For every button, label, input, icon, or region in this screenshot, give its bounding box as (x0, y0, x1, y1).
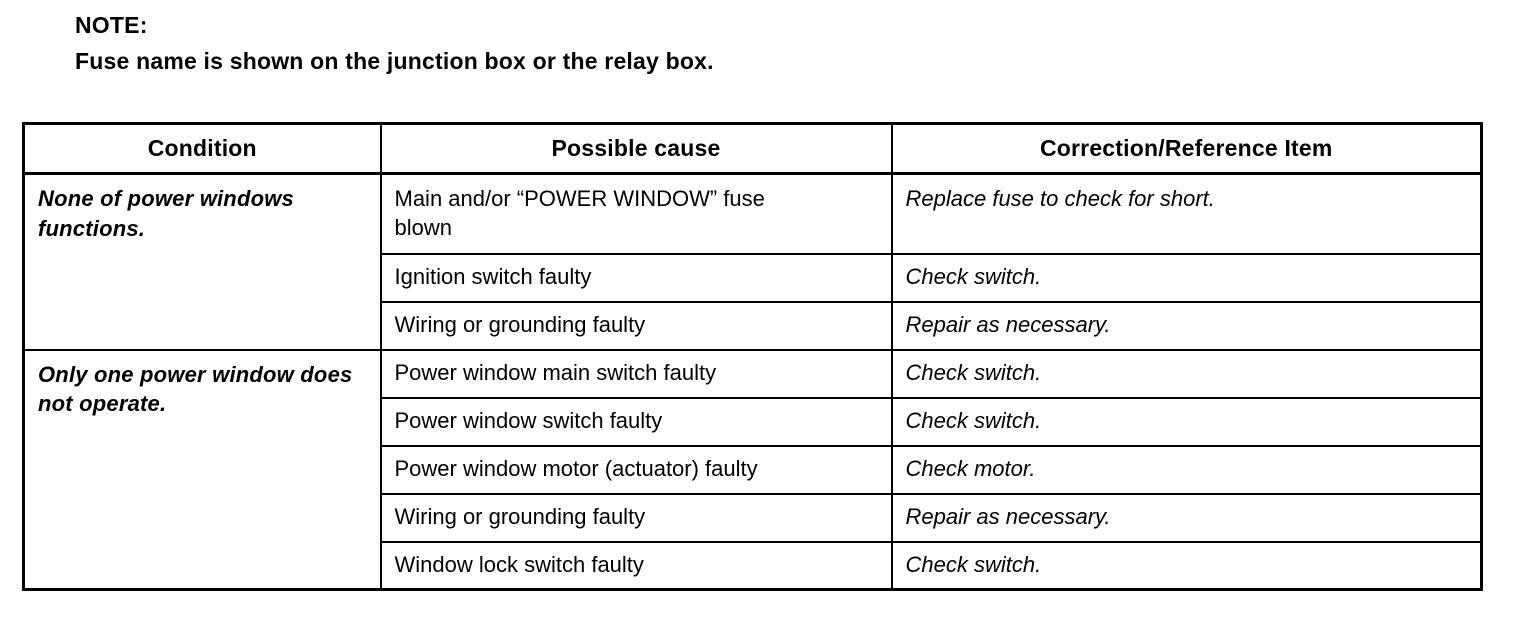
note-text: Fuse name is shown on the junction box o… (75, 47, 714, 74)
correction-cell: Check switch. (890, 540, 1483, 591)
note: NOTE: Fuse name is shown on the junction… (0, 0, 1536, 79)
column-header-correction: Correction/Reference Item (890, 122, 1483, 176)
table-row: Window lock switch faulty Check switch. (24, 540, 1483, 591)
cause-cell: Ignition switch faulty (379, 252, 893, 303)
table-row: None of power windows functions. Main an… (22, 172, 1483, 351)
cause-cell: Wiring or grounding faulty (379, 492, 893, 543)
correction-cell: Replace fuse to check for short. (890, 172, 1483, 255)
condition-cell: Only one power window does not operate. (22, 348, 382, 591)
correction-cell: Check switch. (890, 396, 1483, 447)
cause-cell: Power window main switch faulty (379, 348, 893, 399)
table-row: Power window motor (actuator) faulty Che… (24, 444, 1483, 495)
table-row: Ignition switch faulty Check switch. (24, 252, 1483, 303)
correction-cell: Check motor. (890, 444, 1483, 495)
correction-cell: Repair as necessary. (890, 300, 1483, 351)
cause-cell: Main and/or “POWER WINDOW” fuse blown (379, 172, 893, 255)
table-row: Power window switch faulty Check switch. (24, 396, 1483, 447)
table-row: Only one power window does not operate. … (22, 348, 1483, 591)
correction-cell: Check switch. (890, 348, 1483, 399)
condition-cell: None of power windows functions. (22, 172, 382, 351)
cause-cell: Power window motor (actuator) faulty (379, 444, 893, 495)
column-header-condition: Condition (22, 122, 382, 176)
table-header-row: Condition Possible cause Correction/Refe… (22, 122, 1483, 176)
column-header-possible-cause: Possible cause (379, 122, 893, 176)
table-row: Wiring or grounding faulty Repair as nec… (24, 300, 1483, 351)
table-row: Wiring or grounding faulty Repair as nec… (24, 492, 1483, 543)
troubleshooting-table: Condition Possible cause Correction/Refe… (22, 122, 1483, 592)
note-label: NOTE: (75, 12, 148, 38)
cause-cell: Power window switch faulty (379, 396, 893, 447)
cause-cell: Wiring or grounding faulty (379, 300, 893, 351)
correction-cell: Check switch. (890, 252, 1483, 303)
cause-cell: Window lock switch faulty (379, 540, 893, 591)
correction-cell: Repair as necessary. (890, 492, 1483, 543)
